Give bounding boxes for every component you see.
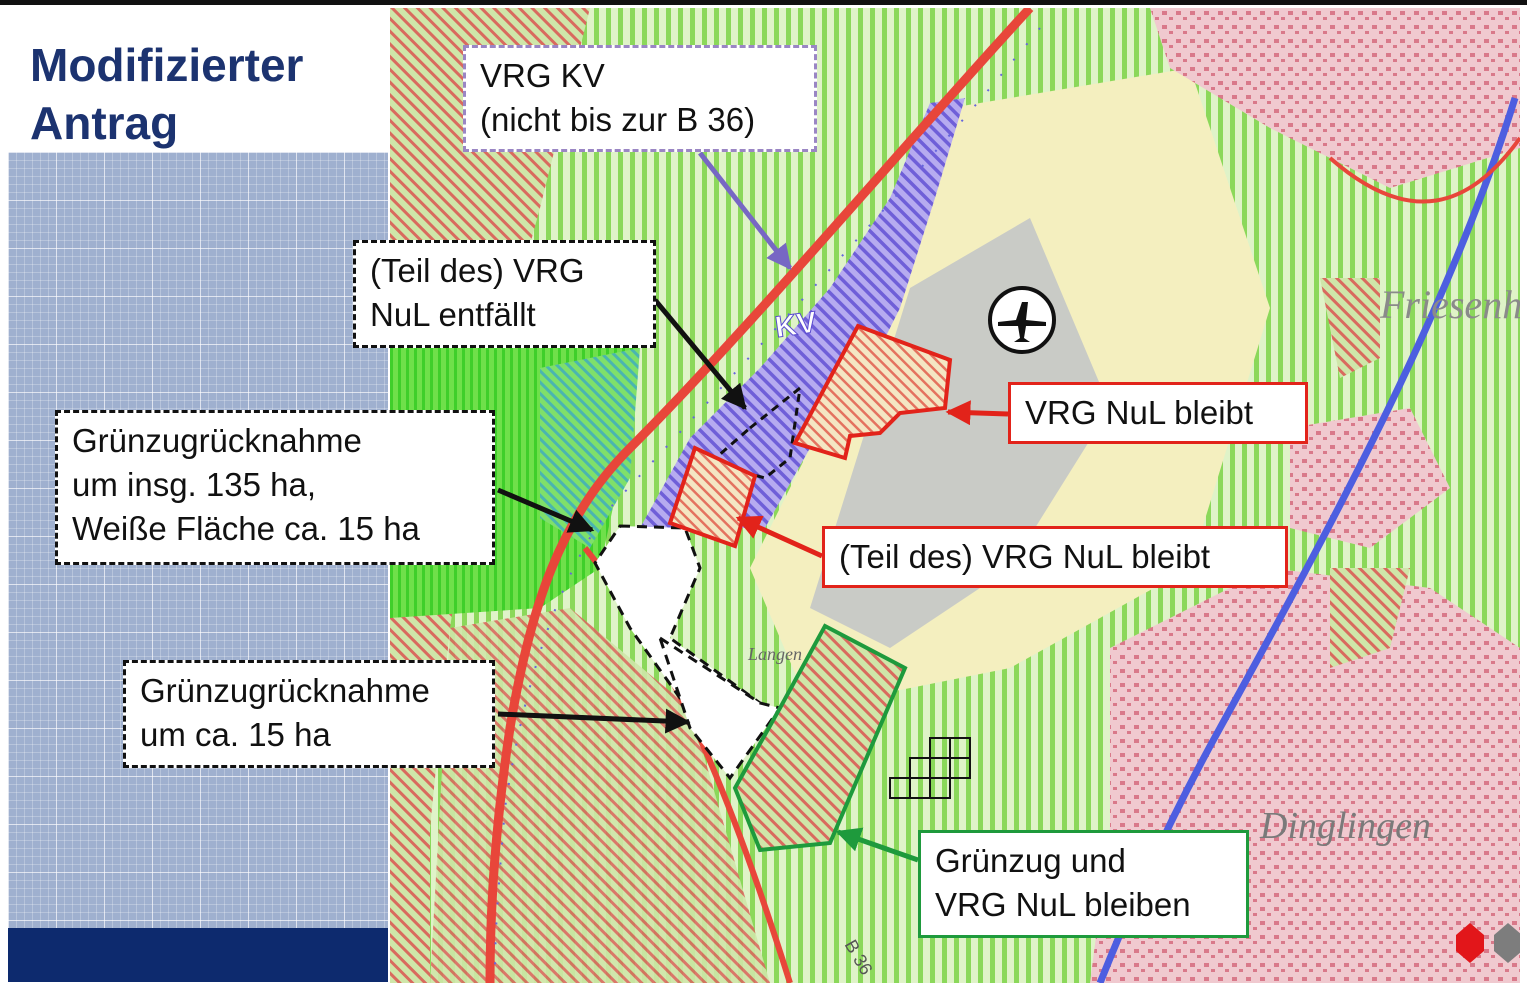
label-gruenzug-15-line2: um ca. 15 ha — [140, 716, 331, 753]
hexagon-red-icon — [1456, 923, 1484, 963]
gruenzug-bleiben-area — [732, 623, 908, 853]
kv-zone — [640, 98, 965, 528]
hexagon-grey-icon — [1494, 923, 1520, 963]
label-gruenzug-135-line2: um insg. 135 ha, — [72, 466, 316, 503]
vrg-nul-bleibt-area — [792, 323, 953, 461]
kv-zone-marker: KV — [773, 306, 819, 344]
grid-blocks — [889, 737, 971, 799]
label-vrg-nul-entfaellt-line2: NuL entfällt — [370, 296, 536, 333]
label-vrg-nul-bleibt-line1: VRG NuL bleibt — [1025, 394, 1254, 431]
arrow-teil-vrg-nul-bleibt — [735, 515, 824, 559]
label-gruenzug-bleiben: Grünzug und VRG NuL bleiben — [918, 830, 1249, 938]
teil-vrg-nul-bleibt-area — [667, 445, 758, 549]
label-vrg-nul-bleibt: VRG NuL bleibt — [1008, 382, 1308, 444]
slide-title: Modifizierter Antrag — [30, 36, 303, 152]
arrow-gruenzug-bleiben — [835, 827, 919, 863]
arrow-gruenzug-135 — [497, 487, 595, 533]
label-gruenzug-bleiben-line2: VRG NuL bleiben — [935, 886, 1191, 923]
map-red-hatch-patch-east — [1320, 278, 1380, 378]
road-east — [1328, 136, 1520, 204]
label-gruenzug-135-line3: Weiße Fläche ca. 15 ha — [72, 510, 420, 547]
arrow-vrg-nul-bleibt — [945, 400, 1009, 426]
place-name-langen: Langen — [747, 644, 802, 664]
label-teil-vrg-nul-bleibt-line1: (Teil des) VRG NuL bleibt — [839, 538, 1211, 575]
airplane-icon — [988, 286, 1056, 354]
arrow-vrg-kv — [698, 151, 792, 270]
map-red-hatch-patch-southeast — [1330, 568, 1410, 668]
label-gruenzug-135: Grünzugrücknahme um insg. 135 ha, Weiße … — [55, 410, 495, 565]
label-gruenzug-135-line1: Grünzugrücknahme — [72, 422, 362, 459]
place-name-dinglingen: Dinglingen — [1259, 805, 1431, 847]
label-vrg-kv-line2: (nicht bis zur B 36) — [480, 101, 756, 138]
top-border — [0, 0, 1527, 5]
label-vrg-kv-line1: VRG KV — [480, 57, 605, 94]
label-teil-vrg-nul-bleibt: (Teil des) VRG NuL bleibt — [822, 526, 1288, 588]
side-panel-footer — [8, 928, 388, 982]
arrow-gruenzug-15 — [497, 708, 691, 734]
label-vrg-kv: VRG KV (nicht bis zur B 36) — [463, 45, 817, 152]
arrow-vrg-nul-entfaellt — [653, 298, 747, 410]
label-gruenzug-15: Grünzugrücknahme um ca. 15 ha — [123, 660, 495, 768]
label-vrg-nul-entfaellt: (Teil des) VRG NuL entfällt — [353, 240, 656, 348]
label-gruenzug-15-line1: Grünzugrücknahme — [140, 672, 430, 709]
map-settlement-east — [1150, 8, 1520, 188]
map-settlement-center — [1290, 408, 1450, 548]
label-vrg-nul-entfaellt-line1: (Teil des) VRG — [370, 252, 585, 289]
place-name-friesenheim: Friesenh — [1379, 282, 1520, 327]
map-cyan-hatch-area — [540, 348, 640, 548]
side-panel-grid — [8, 152, 388, 982]
white-area-15ha — [657, 634, 783, 781]
slide-title-line1: Modifizierter — [30, 39, 304, 91]
vrg-nul-entfaellt-area — [706, 384, 803, 480]
slide-title-line2: Antrag — [30, 97, 179, 149]
label-gruenzug-bleiben-line1: Grünzug und — [935, 842, 1126, 879]
